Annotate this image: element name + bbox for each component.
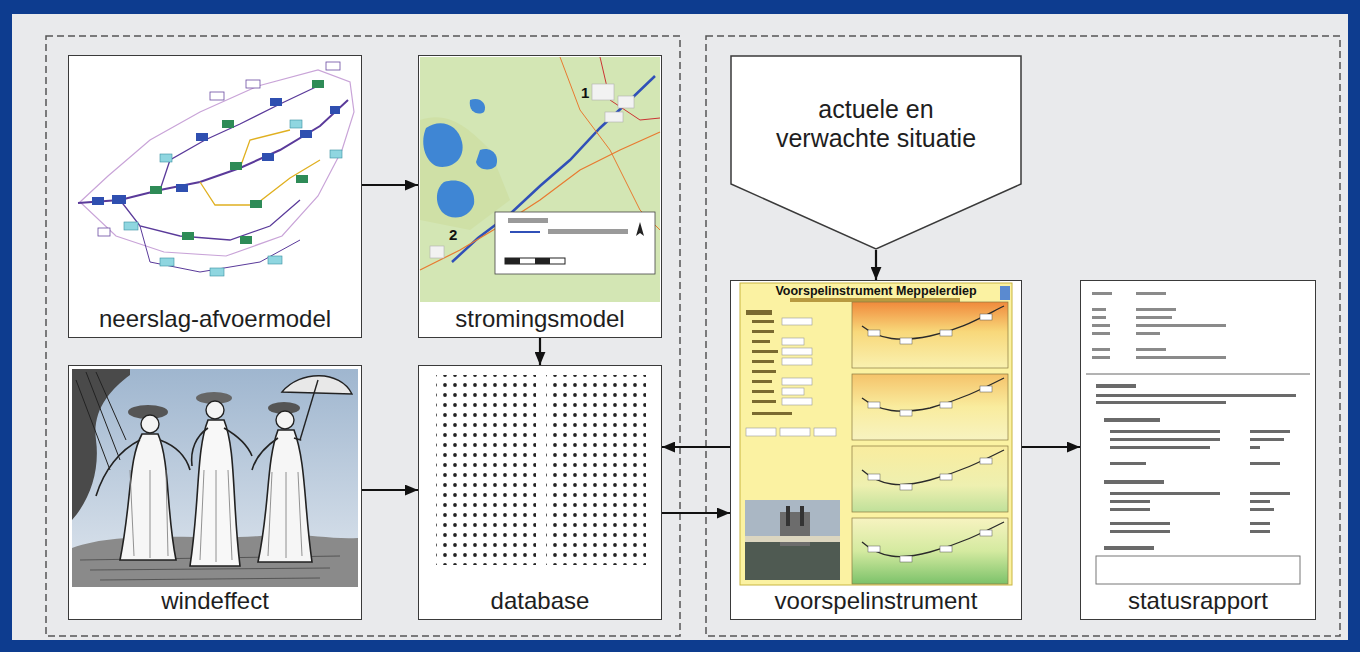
box-caption: neerslag-afvoermodel	[99, 305, 331, 333]
callout-number: 2	[449, 226, 457, 243]
engraving-illustration	[72, 369, 358, 587]
box-caption: stromingsmodel	[455, 305, 624, 333]
flow-arrow	[662, 446, 730, 448]
screen-title: Voorspelinstrument Meppelerdiep	[775, 284, 976, 298]
flow-arrow	[362, 489, 418, 491]
callout-number: 1	[581, 84, 589, 101]
model-box: windeffect	[68, 365, 362, 620]
input-pentagon: actuele en verwachte situatie	[730, 55, 1022, 250]
report-illustration	[1086, 292, 1310, 584]
database-box: database	[418, 365, 662, 620]
box-grounds	[68, 55, 1316, 620]
flow-arrow	[539, 338, 541, 365]
tool-box: voorspelinstrument	[730, 280, 1022, 620]
model-box: stromingsmodel	[418, 55, 662, 338]
model-box: neerslag-afvoermodel	[68, 55, 362, 338]
box-caption: voorspelinstrument	[775, 587, 978, 615]
report-box: statusrapport	[1080, 280, 1316, 620]
box-caption: statusrapport	[1128, 587, 1268, 615]
pentagon-outline	[730, 55, 1022, 250]
database-dots	[436, 375, 646, 565]
box-caption: database	[491, 587, 590, 615]
box-caption: windeffect	[161, 587, 269, 615]
flow-arrow	[875, 250, 877, 280]
flow-arrow	[362, 184, 418, 186]
flow-arrow	[662, 512, 730, 514]
panel-ground	[12, 14, 1348, 640]
flow-arrow	[1022, 446, 1080, 448]
screenshot-illustration	[740, 283, 1012, 585]
network-schematic	[78, 62, 354, 276]
map-illustration	[420, 57, 660, 302]
box-caption: actuele en verwachte situatie	[771, 95, 981, 153]
